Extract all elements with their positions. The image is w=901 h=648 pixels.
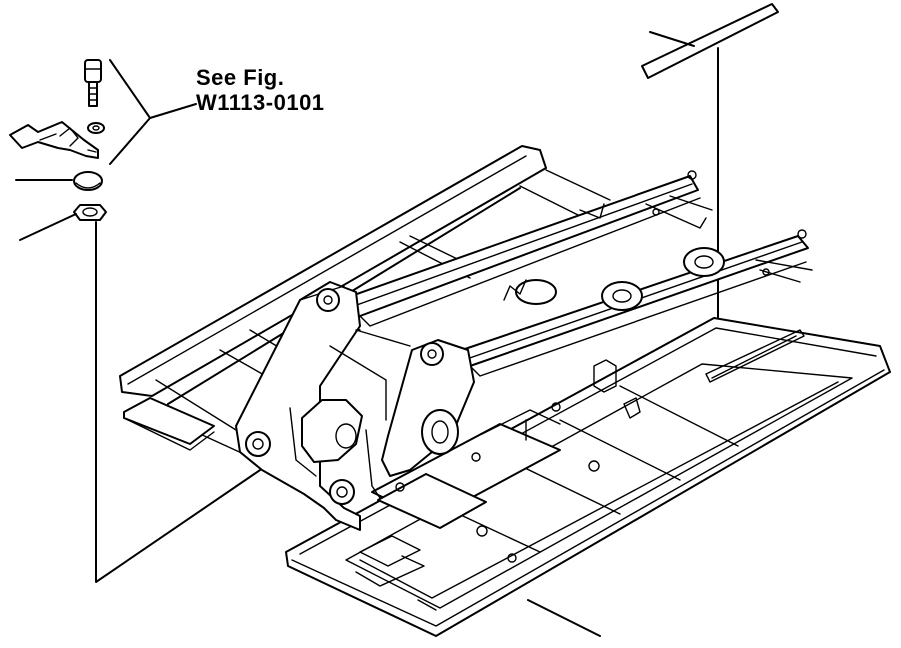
bracket-part bbox=[9, 121, 99, 159]
cover-plate-part bbox=[15, 171, 103, 191]
reference-label-line2: W1113-0101 bbox=[196, 90, 325, 115]
reference-label-line1: See Fig. bbox=[196, 65, 285, 90]
swing-bracket bbox=[235, 281, 475, 531]
seal-strip-part bbox=[641, 3, 779, 353]
leader-lines bbox=[527, 599, 601, 637]
gasket-part bbox=[19, 204, 267, 583]
main-frame bbox=[119, 145, 891, 637]
washer-part bbox=[87, 122, 105, 134]
bolt-part bbox=[84, 59, 102, 107]
reference-bracket-lines bbox=[109, 59, 197, 165]
